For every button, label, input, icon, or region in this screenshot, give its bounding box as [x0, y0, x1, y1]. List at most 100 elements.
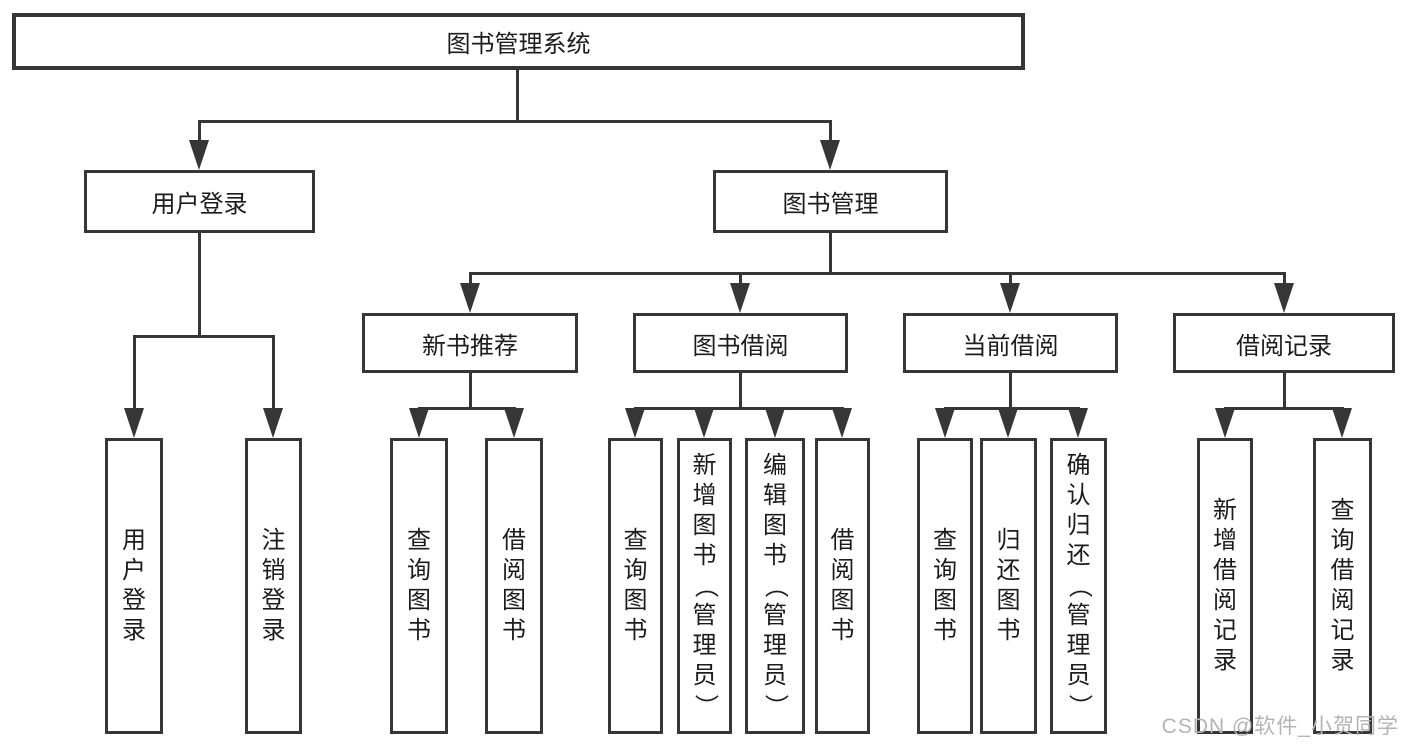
- connector-line: [633, 407, 844, 410]
- node-leaf-return-book: 归还图书: [980, 438, 1037, 734]
- arrow-down-icon: [189, 140, 209, 170]
- node-label-char: 询: [407, 557, 431, 584]
- node-label-char: 还: [996, 557, 1021, 584]
- connector-line: [197, 120, 201, 144]
- node-label-char: 登: [261, 587, 286, 614]
- arrow-down-icon: [1068, 408, 1088, 438]
- connector-line: [515, 70, 519, 123]
- node-label-char: （: [762, 574, 789, 598]
- arrow-down-icon: [694, 408, 714, 438]
- connector-line: [738, 373, 742, 410]
- node-root: 图书管理系统: [12, 13, 1025, 70]
- connector-line: [271, 335, 275, 412]
- arrow-down-icon: [935, 408, 955, 438]
- node-label-char: 书: [996, 617, 1021, 644]
- connector-line: [197, 120, 832, 123]
- node-label-char: 确: [1066, 452, 1091, 479]
- node-label-char: （: [1065, 574, 1093, 598]
- node-leaf-edit-book: 编辑图书（管理员）: [745, 438, 805, 734]
- node-leaf-user-login: 用户登录: [105, 438, 163, 734]
- node-label-char: 记: [1330, 617, 1355, 644]
- node-label-char: 询: [1330, 527, 1355, 554]
- node-label-char: （: [691, 574, 719, 598]
- node-label: 图书借阅: [692, 332, 789, 360]
- arrow-down-icon: [820, 140, 840, 170]
- connector-line: [1282, 373, 1286, 410]
- node-label-char: 理: [692, 632, 717, 659]
- arrow-down-icon: [1000, 283, 1020, 313]
- node-label-char: 录: [261, 617, 286, 644]
- connector-line: [197, 233, 201, 338]
- node-label-char: 员: [763, 662, 787, 689]
- node-label-char: 员: [1066, 662, 1091, 689]
- node-leaf-confirm-return: 确认归还（管理员）: [1050, 438, 1107, 734]
- node-label-char: 阅: [1213, 587, 1237, 614]
- connector-line: [1008, 373, 1012, 410]
- node-label: 新书推荐: [422, 332, 518, 360]
- node-label-char: 员: [692, 662, 717, 689]
- node-label-char: 认: [1066, 482, 1091, 509]
- node-label-char: 图: [692, 512, 717, 539]
- connector-line: [1282, 272, 1286, 287]
- node-label-char: 书: [502, 617, 526, 644]
- node-label-char: 书: [407, 617, 431, 644]
- node-label: 图书管理系统: [446, 31, 591, 58]
- connector-line: [738, 272, 742, 287]
- arrow-down-icon: [1274, 283, 1294, 313]
- node-label-char: 还: [1066, 542, 1091, 569]
- connector-line: [1223, 407, 1344, 410]
- node-leaf-query-book-1: 查询图书: [390, 438, 448, 734]
- arrow-down-icon: [263, 408, 283, 438]
- arrow-down-icon: [1215, 408, 1235, 438]
- connector-line: [417, 407, 516, 410]
- node-label-char: 借: [1213, 557, 1237, 584]
- connector-line: [132, 335, 275, 338]
- node-label-char: 阅: [830, 557, 855, 584]
- connector-line: [132, 335, 136, 412]
- connector-line: [1008, 272, 1012, 287]
- node-leaf-borrow-book-1: 借阅图书: [485, 438, 543, 734]
- node-label-char: 借: [1330, 557, 1355, 584]
- arrow-down-icon: [409, 408, 429, 438]
- node-label-char: ）: [1065, 694, 1093, 718]
- node-label-char: 记: [1213, 617, 1237, 644]
- arrow-down-icon: [625, 408, 645, 438]
- arrow-down-icon: [460, 283, 480, 313]
- node-label-char: 户: [122, 557, 146, 584]
- node-label-char: 询: [933, 557, 957, 584]
- node-label-char: 查: [933, 527, 957, 554]
- connector-line: [828, 233, 832, 275]
- arrow-down-icon: [504, 408, 524, 438]
- node-label-char: 书: [830, 617, 855, 644]
- node-label-char: 借: [830, 527, 855, 554]
- node-label-char: ）: [691, 694, 719, 718]
- node-label-char: 录: [122, 617, 146, 644]
- connector-line: [468, 373, 472, 410]
- arrow-down-icon: [998, 408, 1018, 438]
- node-label-char: 图: [996, 587, 1021, 614]
- node-label-char: 管: [763, 602, 787, 629]
- node-label-char: 图: [830, 587, 855, 614]
- node-label-char: 图: [407, 587, 431, 614]
- node-label-char: 查: [407, 527, 431, 554]
- node-book-borrow: 图书借阅: [633, 313, 848, 373]
- node-label-char: 图: [623, 587, 648, 614]
- node-label-char: 录: [1213, 647, 1237, 674]
- node-label: 图书管理: [782, 191, 879, 218]
- connector-line: [468, 272, 472, 287]
- node-label-char: 图: [763, 512, 787, 539]
- arrow-down-icon: [730, 283, 750, 313]
- node-leaf-borrow-book-2: 借阅图书: [815, 438, 870, 734]
- node-label-char: 书: [763, 542, 787, 569]
- node-label-char: 借: [502, 527, 526, 554]
- node-label: 当前借阅: [962, 332, 1059, 360]
- node-label-char: 查: [623, 527, 648, 554]
- arrow-down-icon: [765, 408, 785, 438]
- connector-line: [468, 272, 1286, 275]
- node-borrow-record: 借阅记录: [1173, 313, 1395, 373]
- node-label-char: 图: [933, 587, 957, 614]
- node-label-char: 用: [122, 527, 146, 554]
- node-leaf-add-borrow-record: 新增借阅记录: [1197, 438, 1253, 734]
- node-leaf-query-book-3: 查询图书: [917, 438, 973, 734]
